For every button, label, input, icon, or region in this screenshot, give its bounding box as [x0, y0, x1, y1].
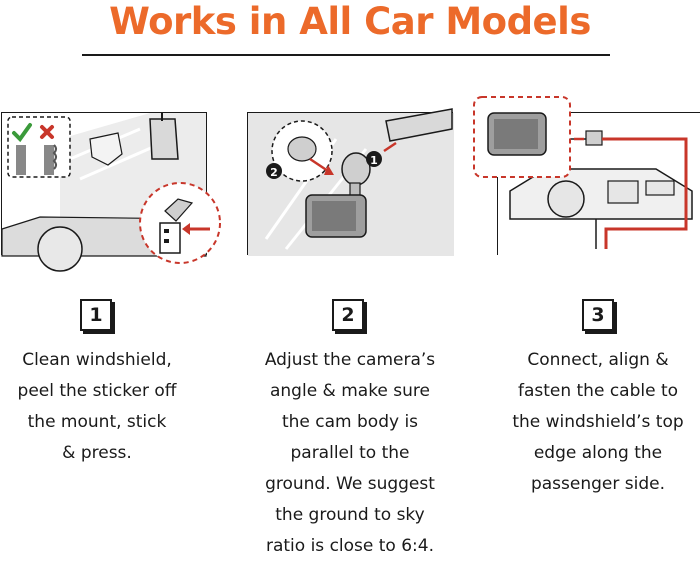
step-2-line: ground. We suggest: [265, 474, 435, 494]
step-2-line: the cam body is: [281, 412, 419, 432]
step-2-line: ratio is close to 6:4.: [265, 536, 434, 556]
callout-2-label: 2: [270, 166, 278, 179]
step-3-line: Connect, align &: [527, 350, 669, 370]
step-2-number: 2: [332, 299, 364, 331]
step-3-line: the windshield’s top: [512, 412, 684, 432]
step-1-line: the mount, stick: [27, 412, 167, 432]
step-1-line: Clean windshield,: [22, 350, 172, 370]
step-3-illustration: [473, 96, 700, 256]
step-1-line: peel the sticker off: [17, 381, 177, 401]
step-1-illustration: [1, 112, 221, 272]
step-3-description: Connect, align & fasten the cable to the…: [488, 345, 700, 500]
step-3-line: passenger side.: [530, 474, 666, 494]
page-title: Works in All Car Models: [109, 0, 591, 43]
step-2-line: angle & make sure: [269, 381, 430, 401]
step-2-illustration: 2 1: [247, 108, 454, 256]
step-2-line: the ground to sky: [275, 505, 425, 525]
title-divider: [82, 54, 610, 56]
step-1-line: & press.: [62, 443, 132, 463]
step-3-line: edge along the: [533, 443, 663, 463]
step-1-description: Clean windshield, peel the sticker off t…: [0, 345, 207, 469]
callout-1-label: 1: [370, 154, 378, 167]
step-2-description: Adjust the camera’s angle & make sure th…: [240, 345, 460, 562]
step-2-line: Adjust the camera’s: [264, 350, 436, 370]
step-1-number: 1: [80, 299, 112, 331]
step-2-line: parallel to the: [290, 443, 410, 463]
step-3-line: fasten the cable to: [517, 381, 679, 401]
step-3-number: 3: [582, 299, 614, 331]
